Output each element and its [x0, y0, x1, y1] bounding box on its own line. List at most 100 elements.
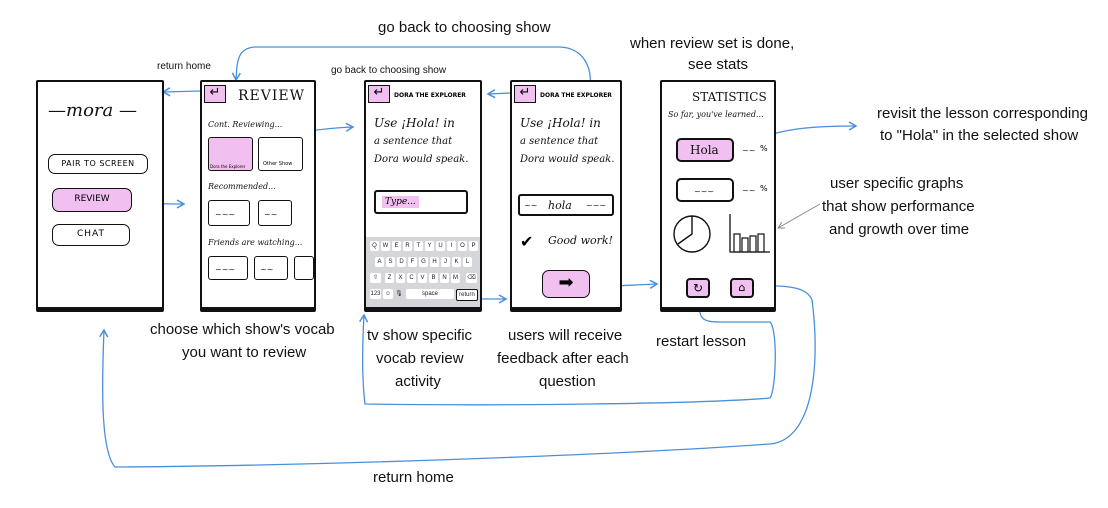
caption-return-home-top: return home	[157, 61, 211, 72]
mic-icon[interactable]: 🎙	[395, 291, 403, 297]
back-arrow-icon[interactable]: ↵	[368, 85, 390, 103]
arrow-go-back-top	[231, 46, 591, 86]
key-n[interactable]: N	[440, 273, 449, 283]
stats-title: STATISTICS	[692, 90, 767, 104]
word-card-2[interactable]: ~~~	[676, 178, 734, 202]
arrow-restart-loop	[358, 293, 776, 406]
activity-title: DORA THE EXPLORER	[394, 92, 466, 99]
caption-go-back-small: go back to choosing show	[331, 65, 447, 76]
return-key[interactable]: return	[456, 289, 478, 301]
caption-choose-1: choose which show's vocab	[150, 321, 335, 338]
key-p[interactable]: P	[469, 241, 478, 251]
recommended-label: Recommended...	[208, 182, 276, 191]
key-a[interactable]: A	[375, 257, 384, 267]
recommended-card-1[interactable]: ~~~	[208, 200, 250, 226]
caption-graphs-3: and growth over time	[829, 221, 970, 238]
prompt-line-1: Use ¡Hola! in	[520, 116, 601, 130]
checkmark-icon: ✔	[520, 232, 534, 251]
caption-fb-1: users will receive	[508, 327, 623, 344]
key-j[interactable]: J	[441, 257, 450, 267]
friends-card-1[interactable]: ~~~	[208, 256, 248, 280]
review-button[interactable]: REVIEW	[52, 188, 132, 212]
key-o[interactable]: O	[458, 241, 467, 251]
caption-go-back-top: go back to choosing show	[378, 19, 551, 36]
key-k[interactable]: K	[452, 257, 461, 267]
word-hola-label: Hola	[690, 143, 719, 157]
key-c[interactable]: C	[407, 273, 416, 283]
arrow-go-back-small	[486, 89, 511, 99]
back-arrow-icon[interactable]: ↵	[514, 85, 536, 103]
backspace-key[interactable]: ⌫	[466, 273, 477, 283]
pair-to-screen-button[interactable]: PAIR TO SCREEN	[48, 154, 148, 174]
key-z[interactable]: Z	[385, 273, 394, 283]
key-y[interactable]: Y	[425, 241, 434, 251]
key-q[interactable]: Q	[370, 241, 379, 251]
key-w[interactable]: W	[381, 241, 390, 251]
caption-fb-3: question	[539, 373, 596, 390]
key-h[interactable]: H	[430, 257, 439, 267]
caption-revisit-1: revisit the lesson corresponding	[877, 105, 1088, 122]
key-f[interactable]: F	[408, 257, 417, 267]
emoji-key[interactable]: ☺	[383, 289, 393, 299]
next-arrow-icon[interactable]: ➡	[542, 270, 590, 298]
key-m[interactable]: M	[451, 273, 460, 283]
answer-text: hola	[548, 199, 572, 212]
caption-tv-3: activity	[395, 373, 441, 390]
key-r[interactable]: R	[403, 241, 412, 251]
friends-card-3[interactable]	[294, 256, 314, 280]
percent-2: %	[760, 184, 768, 193]
answer-placeholder: Type...	[382, 196, 419, 208]
prompt-line-2: a sentence that	[374, 136, 453, 147]
caption-tv-1: tv show specific	[367, 327, 473, 344]
stats-subtitle: So far, you've learned...	[668, 110, 764, 119]
key-g[interactable]: G	[419, 257, 428, 267]
answer-field[interactable]: ~~ hola ~~~	[518, 194, 614, 216]
review-title: REVIEW	[238, 88, 306, 104]
numbers-key[interactable]: 123	[370, 289, 381, 299]
back-arrow-icon[interactable]: ↵	[204, 85, 226, 103]
word-hola-card[interactable]: Hola	[676, 138, 734, 162]
answer-input[interactable]: Type...	[374, 190, 468, 214]
pie-chart-icon	[673, 215, 711, 253]
home-screen: —mora — PAIR TO SCREEN REVIEW CHAT	[36, 80, 164, 312]
restart-icon[interactable]: ↻	[686, 278, 710, 298]
prompt-line-3: Dora would speak.	[520, 154, 615, 165]
prompt-line-1: Use ¡Hola! in	[374, 116, 455, 130]
key-b[interactable]: B	[429, 273, 438, 283]
chat-button[interactable]: CHAT	[52, 224, 130, 246]
friends-card-2[interactable]: ~~	[254, 256, 288, 280]
caption-graphs-1: user specific graphs	[830, 175, 964, 192]
caption-revisit-2: to "Hola" in the selected show	[880, 127, 1079, 144]
show-card-other[interactable]: Other Show	[258, 137, 303, 171]
key-l[interactable]: L	[463, 257, 472, 267]
key-t[interactable]: T	[414, 241, 423, 251]
key-i[interactable]: I	[447, 241, 456, 251]
feedback-screen: ↵ DORA THE EXPLORER Use ¡Hola! in a sent…	[510, 80, 622, 312]
bar-graph-icon	[729, 214, 770, 253]
caption-choose-2: you want to review	[182, 344, 307, 361]
key-e[interactable]: E	[392, 241, 401, 251]
prompt-line-3: Dora would speak.	[374, 154, 469, 165]
key-u[interactable]: U	[436, 241, 445, 251]
statistics-screen: STATISTICS So far, you've learned... Hol…	[660, 80, 776, 312]
caption-see-stats: see stats	[688, 56, 749, 73]
recommended-card-2[interactable]: ~~	[258, 200, 292, 226]
show-card-other-label: Other Show	[263, 161, 293, 167]
shift-key[interactable]: ⇧	[370, 273, 381, 283]
key-s[interactable]: S	[386, 257, 395, 267]
caption-fb-2: feedback after each	[497, 350, 629, 367]
key-d[interactable]: D	[397, 257, 406, 267]
key-v[interactable]: V	[418, 273, 427, 283]
key-x[interactable]: X	[396, 273, 405, 283]
arrow-graphs	[777, 203, 821, 229]
show-card-dora[interactable]: Dora the Explorer	[208, 137, 253, 171]
prompt-line-2: a sentence that	[520, 136, 599, 147]
space-key[interactable]: space	[406, 289, 454, 299]
feedback-message: Good work!	[548, 234, 613, 247]
caption-restart: restart lesson	[656, 333, 747, 350]
activity-screen: ↵ DORA THE EXPLORER Use ¡Hola! in a sent…	[364, 80, 482, 312]
home-icon[interactable]: ⌂	[730, 278, 754, 298]
show-card-dora-label: Dora the Explorer	[210, 164, 246, 169]
percent-1: %	[760, 144, 768, 153]
